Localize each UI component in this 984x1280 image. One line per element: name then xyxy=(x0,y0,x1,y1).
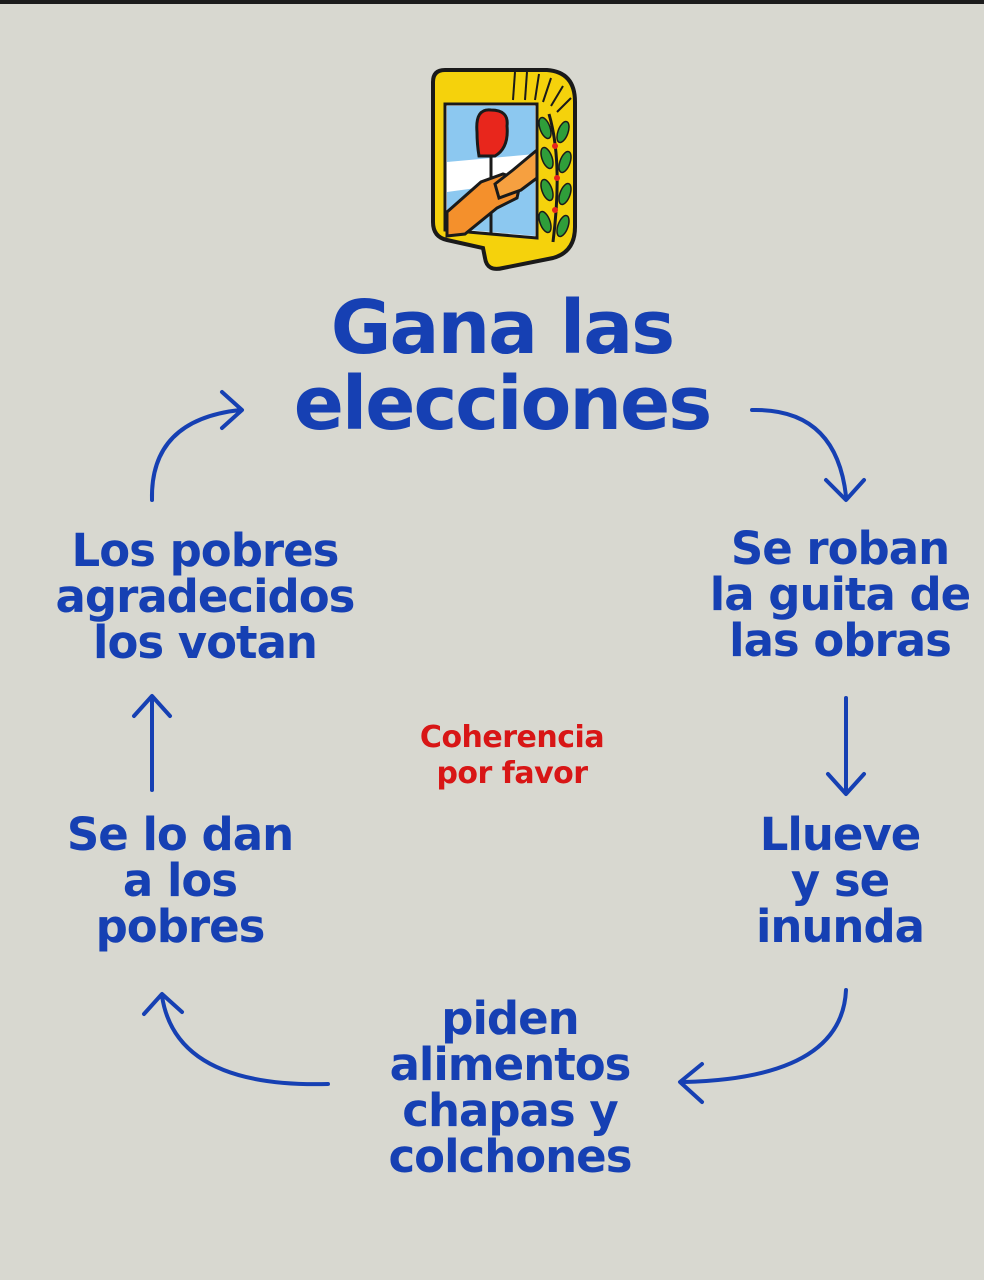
arrow-head xyxy=(678,1062,704,1104)
step-line: chapas y xyxy=(402,1084,618,1137)
step-line: Los pobres xyxy=(71,524,340,577)
step-line: y se xyxy=(790,854,890,907)
step-line: las obras xyxy=(729,614,952,667)
step-line: a los xyxy=(122,854,238,907)
cycle-step-request-aid: piden alimentos chapas y colchones xyxy=(340,996,680,1180)
step-line: pobres xyxy=(95,900,266,953)
top-border xyxy=(0,0,984,4)
party-shield-emblem-icon xyxy=(431,68,577,271)
diagram-title: Gana las elecciones xyxy=(222,290,782,442)
step-line: piden xyxy=(441,992,579,1045)
center-note-line-2: por favor xyxy=(436,756,588,791)
step-line: agradecidos xyxy=(55,570,356,623)
arrow-head xyxy=(826,772,866,796)
step-line: Se lo dan xyxy=(66,808,294,861)
title-line-1: Gana las xyxy=(330,285,675,371)
arrow-head xyxy=(824,478,866,502)
step-line: Llueve xyxy=(759,808,922,861)
step-line: inunda xyxy=(755,900,925,953)
step-line: Se roban xyxy=(730,522,950,575)
step-line: los votan xyxy=(93,616,318,669)
step-line: la guita de xyxy=(709,568,971,621)
center-note-line-1: Coherencia xyxy=(419,720,605,755)
arrow-bottom-to-left xyxy=(160,994,330,1087)
arrow-head xyxy=(142,992,184,1016)
step-line: colchones xyxy=(388,1130,633,1183)
arrow-right-to-bottom xyxy=(682,988,848,1084)
cycle-step-steal-funds: Se roban la guita de las obras xyxy=(690,526,984,664)
cycle-step-poor-vote: Los pobres agradecidos los votan xyxy=(30,528,380,666)
center-note: Coherencia por favor xyxy=(380,720,644,792)
step-line: alimentos xyxy=(389,1038,632,1091)
cycle-step-flooding: Llueve y se inunda xyxy=(690,812,984,950)
arrow-head xyxy=(132,694,172,718)
cycle-step-give-to-poor: Se lo dan a los pobres xyxy=(40,812,320,950)
title-line-2: elecciones xyxy=(293,361,713,447)
